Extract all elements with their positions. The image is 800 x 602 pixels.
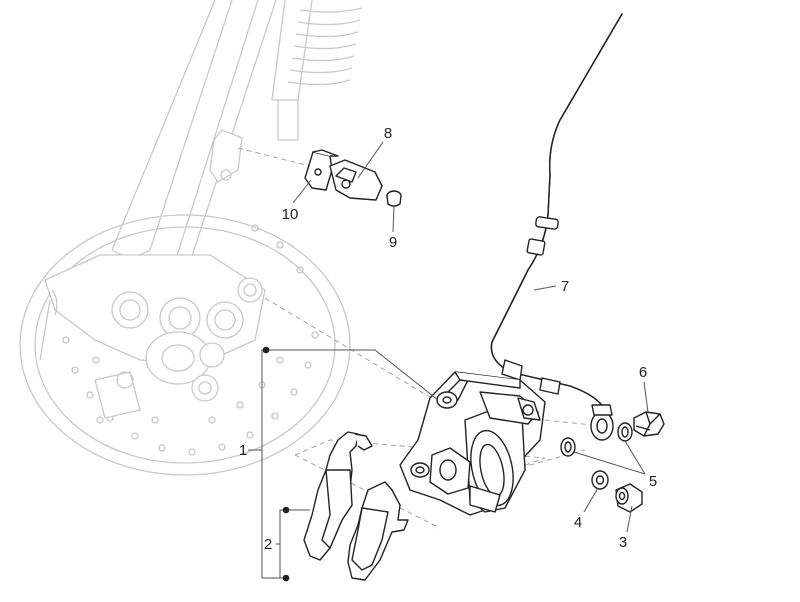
ghost-brake-disc (19, 214, 351, 476)
hardware (560, 411, 665, 513)
hose-clamp-assembly (304, 149, 402, 207)
hose-ferrule (535, 216, 559, 230)
callout-10: 10 (282, 206, 299, 223)
clamp-screw (386, 190, 402, 207)
ghost-fork-leg (44, 254, 266, 366)
brake-caliper (399, 371, 546, 516)
ghost-fork-and-disc (19, 0, 363, 476)
ghost-shock-absorber (271, 0, 313, 101)
callout-7: 7 (561, 278, 569, 295)
ghost-fork-bracket (209, 129, 243, 183)
brake-pad-set (303, 431, 409, 581)
callout-labels: 1 2 3 4 5 6 7 8 9 10 (239, 125, 657, 553)
callout-5: 5 (649, 473, 657, 490)
clamp-bracket (329, 159, 383, 201)
callout-3: 3 (619, 534, 627, 551)
callout-1: 1 (239, 442, 247, 459)
ghost-spring (287, 7, 363, 86)
leader-lines (248, 141, 649, 582)
ghost-fork-tube (111, 0, 277, 263)
callout-6: 6 (639, 364, 647, 381)
caliper-bolt (615, 483, 643, 513)
callout-8: 8 (384, 125, 392, 142)
callout-2: 2 (264, 536, 272, 553)
callout-4: 4 (574, 514, 582, 531)
callout-9: 9 (389, 234, 397, 251)
brake-hose (490, 13, 623, 441)
bleed-screw (633, 411, 665, 437)
